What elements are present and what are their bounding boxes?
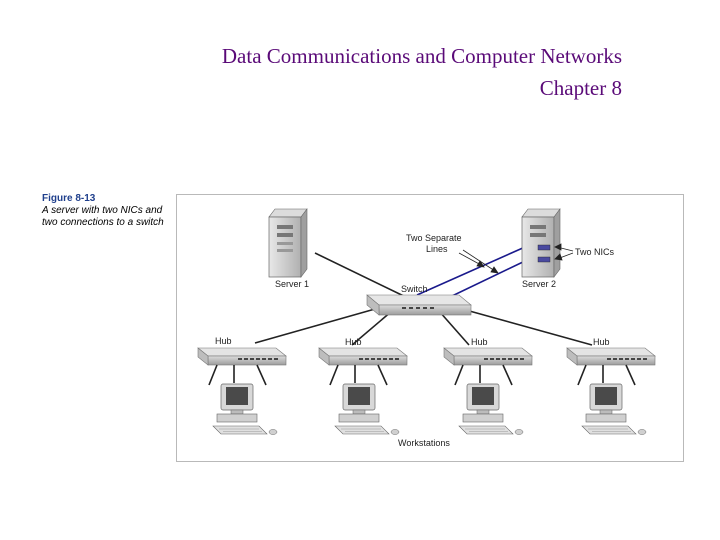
separate-lines-label-2: Lines: [426, 244, 448, 254]
server1-tower: [268, 208, 308, 278]
hub-label: Hub: [593, 337, 610, 347]
workstation-4: [581, 383, 647, 435]
workstation-cables: [208, 364, 636, 386]
workstations-label: Workstations: [398, 438, 450, 448]
hub-label: Hub: [215, 336, 232, 346]
hub-3: [443, 347, 533, 366]
network-diagram: Server 1 Server 2 Two NICs Two Separate …: [176, 194, 684, 462]
figure-number: Figure 8-13: [42, 193, 96, 204]
workstation-3: [458, 383, 524, 435]
hub-label: Hub: [471, 337, 488, 347]
figure-description: A server with two NICs and two connectio…: [42, 205, 164, 228]
switch-label: Switch: [401, 284, 428, 294]
title-line-1: Data Communications and Computer Network…: [221, 44, 622, 68]
workstation-1: [212, 383, 278, 435]
hub-label: Hub: [345, 337, 362, 347]
switch-device: [366, 294, 472, 316]
figure-caption: Figure 8-13 A server with two NICs and t…: [42, 193, 170, 229]
hub-4: [566, 347, 656, 366]
title-line-2: Chapter 8: [539, 76, 622, 100]
server2-label: Server 2: [522, 279, 556, 289]
hub-2: [318, 347, 408, 366]
workstation-2: [334, 383, 400, 435]
separate-lines-label-1: Two Separate: [406, 233, 462, 243]
hub-1: [197, 347, 287, 366]
separate-lines-arrows: [458, 249, 499, 274]
slide-title: Data Communications and Computer Network…: [222, 40, 622, 104]
nic-arrows: [554, 243, 574, 261]
server2-tower: [521, 208, 561, 278]
nics-label: Two NICs: [575, 247, 615, 257]
server1-label: Server 1: [275, 279, 309, 289]
hub-cables: [254, 306, 593, 346]
server1-cable: [314, 252, 413, 301]
